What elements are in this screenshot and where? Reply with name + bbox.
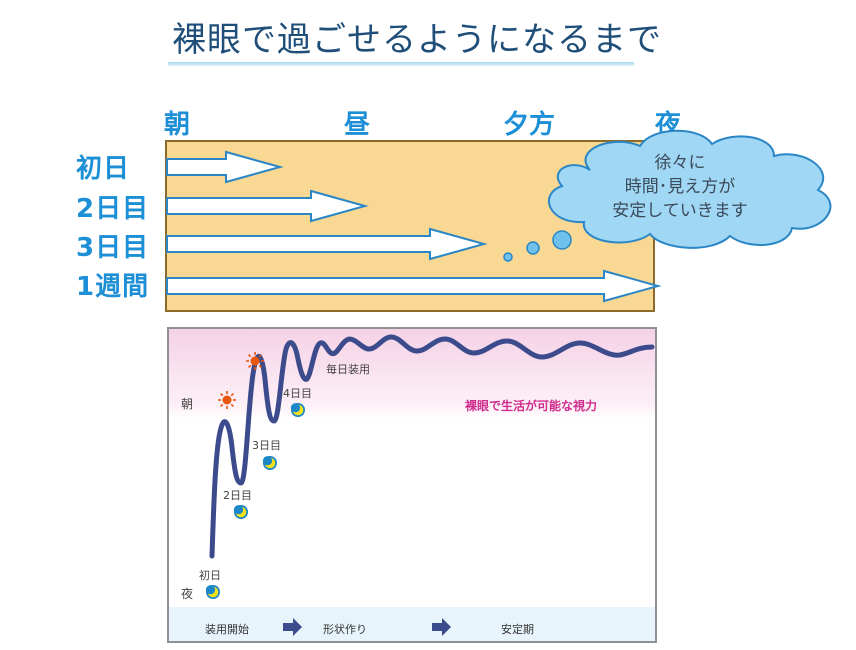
row-label-day3: 3日目 [76,233,150,263]
vision-graph: 朝 夜 初日 2日目 3日目 4日目 毎日装用 裸眼で生活が可能な視力 装用開始… [167,327,657,643]
day-label-4: 4日目 [283,387,312,400]
stage-footer [169,607,655,641]
time-range-box [165,140,655,312]
night-axis-label: 夜 [181,587,194,601]
moon-icon-night-day1 [205,585,220,599]
cloud-line-3: 安定していきます [612,201,748,221]
day-label-2: 2日目 [223,489,252,502]
moon-icon-night-day2 [233,505,248,519]
day-label-3: 3日目 [252,439,281,452]
time-label-night: 夜 [655,110,682,140]
vision-wave-line [209,334,655,559]
row-label-day2: 2日目 [76,194,150,224]
row-label-day1: 初日 [76,154,131,184]
cloud-line-1: 徐々に [654,153,706,173]
time-label-morning: 朝 [164,110,191,140]
row-label-week1: 1週間 [76,272,150,302]
stage-arrow-1 [283,618,302,636]
stage-arrow-2 [432,618,451,636]
moon-icon-night-day3 [262,456,277,470]
target-vision-label: 裸眼で生活が可能な視力 [465,399,598,413]
sun-icon-morning-day3 [218,391,236,409]
morning-axis-label: 朝 [181,397,194,411]
time-label-evening: 夕方 [503,110,556,140]
day-label-1: 初日 [199,569,221,582]
stage-label-shaping: 形状作り [323,623,367,636]
moon-icon-night-day4 [290,403,305,417]
cloud-message: 徐々に 時間･見え方が 安定していきます [585,151,775,223]
vision-curve-canvas [205,334,655,636]
stage-label-stable: 安定期 [501,623,534,636]
sun-icon-morning-day4 [246,352,264,370]
cloud-line-2: 時間･見え方が [624,177,736,197]
page-title: 裸眼で過ごせるようになるまで [172,20,662,60]
time-label-noon: 昼 [344,110,371,140]
title-underline [168,62,634,66]
stage-label-start: 装用開始 [205,623,249,636]
daily-wear-label: 毎日装用 [326,363,370,376]
